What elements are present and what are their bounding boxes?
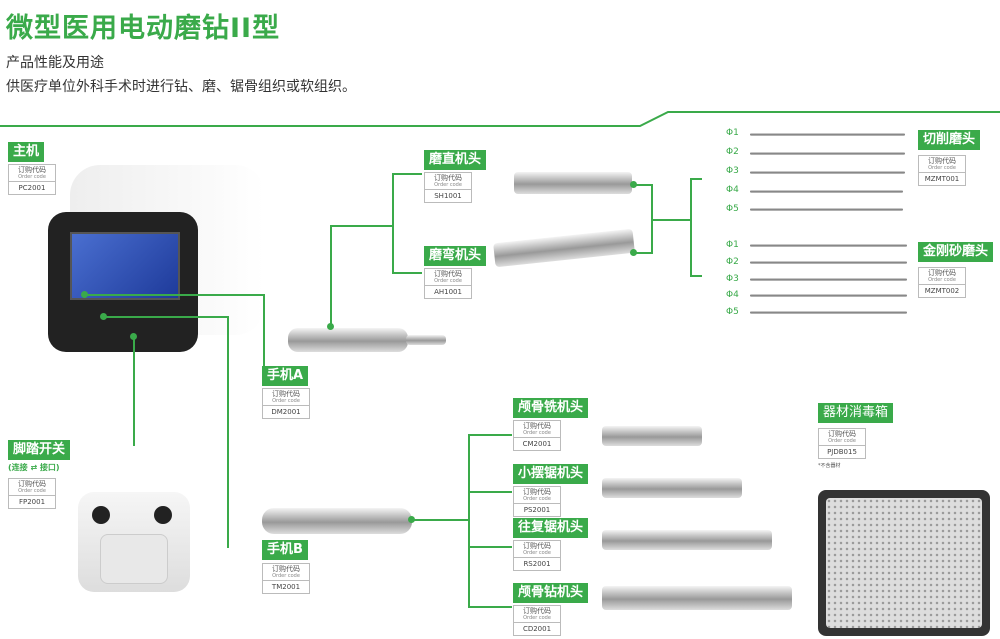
sterilization-box-note: *不含器材 [818,463,841,469]
handpiece-b-label: 手机B [262,540,308,560]
straight-handpiece-image [514,172,632,194]
bur-size: Φ4 [726,185,739,195]
craniotome-image [602,426,702,446]
subtitle: 产品性能及用途 [6,55,104,71]
angled-handpiece-label: 磨弯机头 [424,246,487,266]
header-divider [0,111,1000,127]
bur-size: Φ1 [726,128,739,138]
bur-size: Φ3 [726,274,739,284]
angled-handpiece-image [493,228,635,268]
main-unit-front [48,212,198,352]
description: 供医疗单位外科手术时进行钻、磨、锯骨组织或软组织。 [6,79,356,95]
bur-size: Φ2 [726,147,739,157]
bur-size: Φ5 [726,307,739,317]
straight-handpiece-label: 磨直机头 [424,150,487,170]
handpiece-a-label: 手机A [262,366,309,386]
handpiece-b-image [262,508,412,534]
diamond-burs-label: 金刚砂磨头 [918,242,994,262]
oscillating-saw-image [602,478,742,498]
cranial-drill-image [602,586,792,610]
bur-size: Φ3 [726,166,739,176]
reciprocating-saw-label: 往复锯机头 [513,518,589,538]
touch-screen[interactable] [70,232,180,300]
sterilization-box-image [818,490,990,636]
page-title: 微型医用电动磨钻II型 [6,13,281,44]
bur-size: Φ4 [726,290,739,300]
bur-size: Φ2 [726,257,739,267]
cutting-burs-label: 切削磨头 [918,130,981,150]
oscillating-saw-label: 小摆锯机头 [513,464,589,484]
reciprocating-saw-image [602,530,772,550]
footswitch-label: 脚踏开关 [8,440,71,460]
cranial-drill-label: 颅骨钻机头 [513,583,589,603]
bur-size: Φ5 [726,204,739,214]
craniotome-label: 颅骨铣机头 [513,398,589,418]
main-unit-label: 主机 [8,142,45,162]
bur-size: Φ1 [726,240,739,250]
sterilization-box-label: 器材消毒箱 [818,403,894,423]
handpiece-a-image [288,328,408,352]
footswitch-image [78,492,190,592]
footswitch-note: (连接 ⇄ 接口) [8,463,60,472]
